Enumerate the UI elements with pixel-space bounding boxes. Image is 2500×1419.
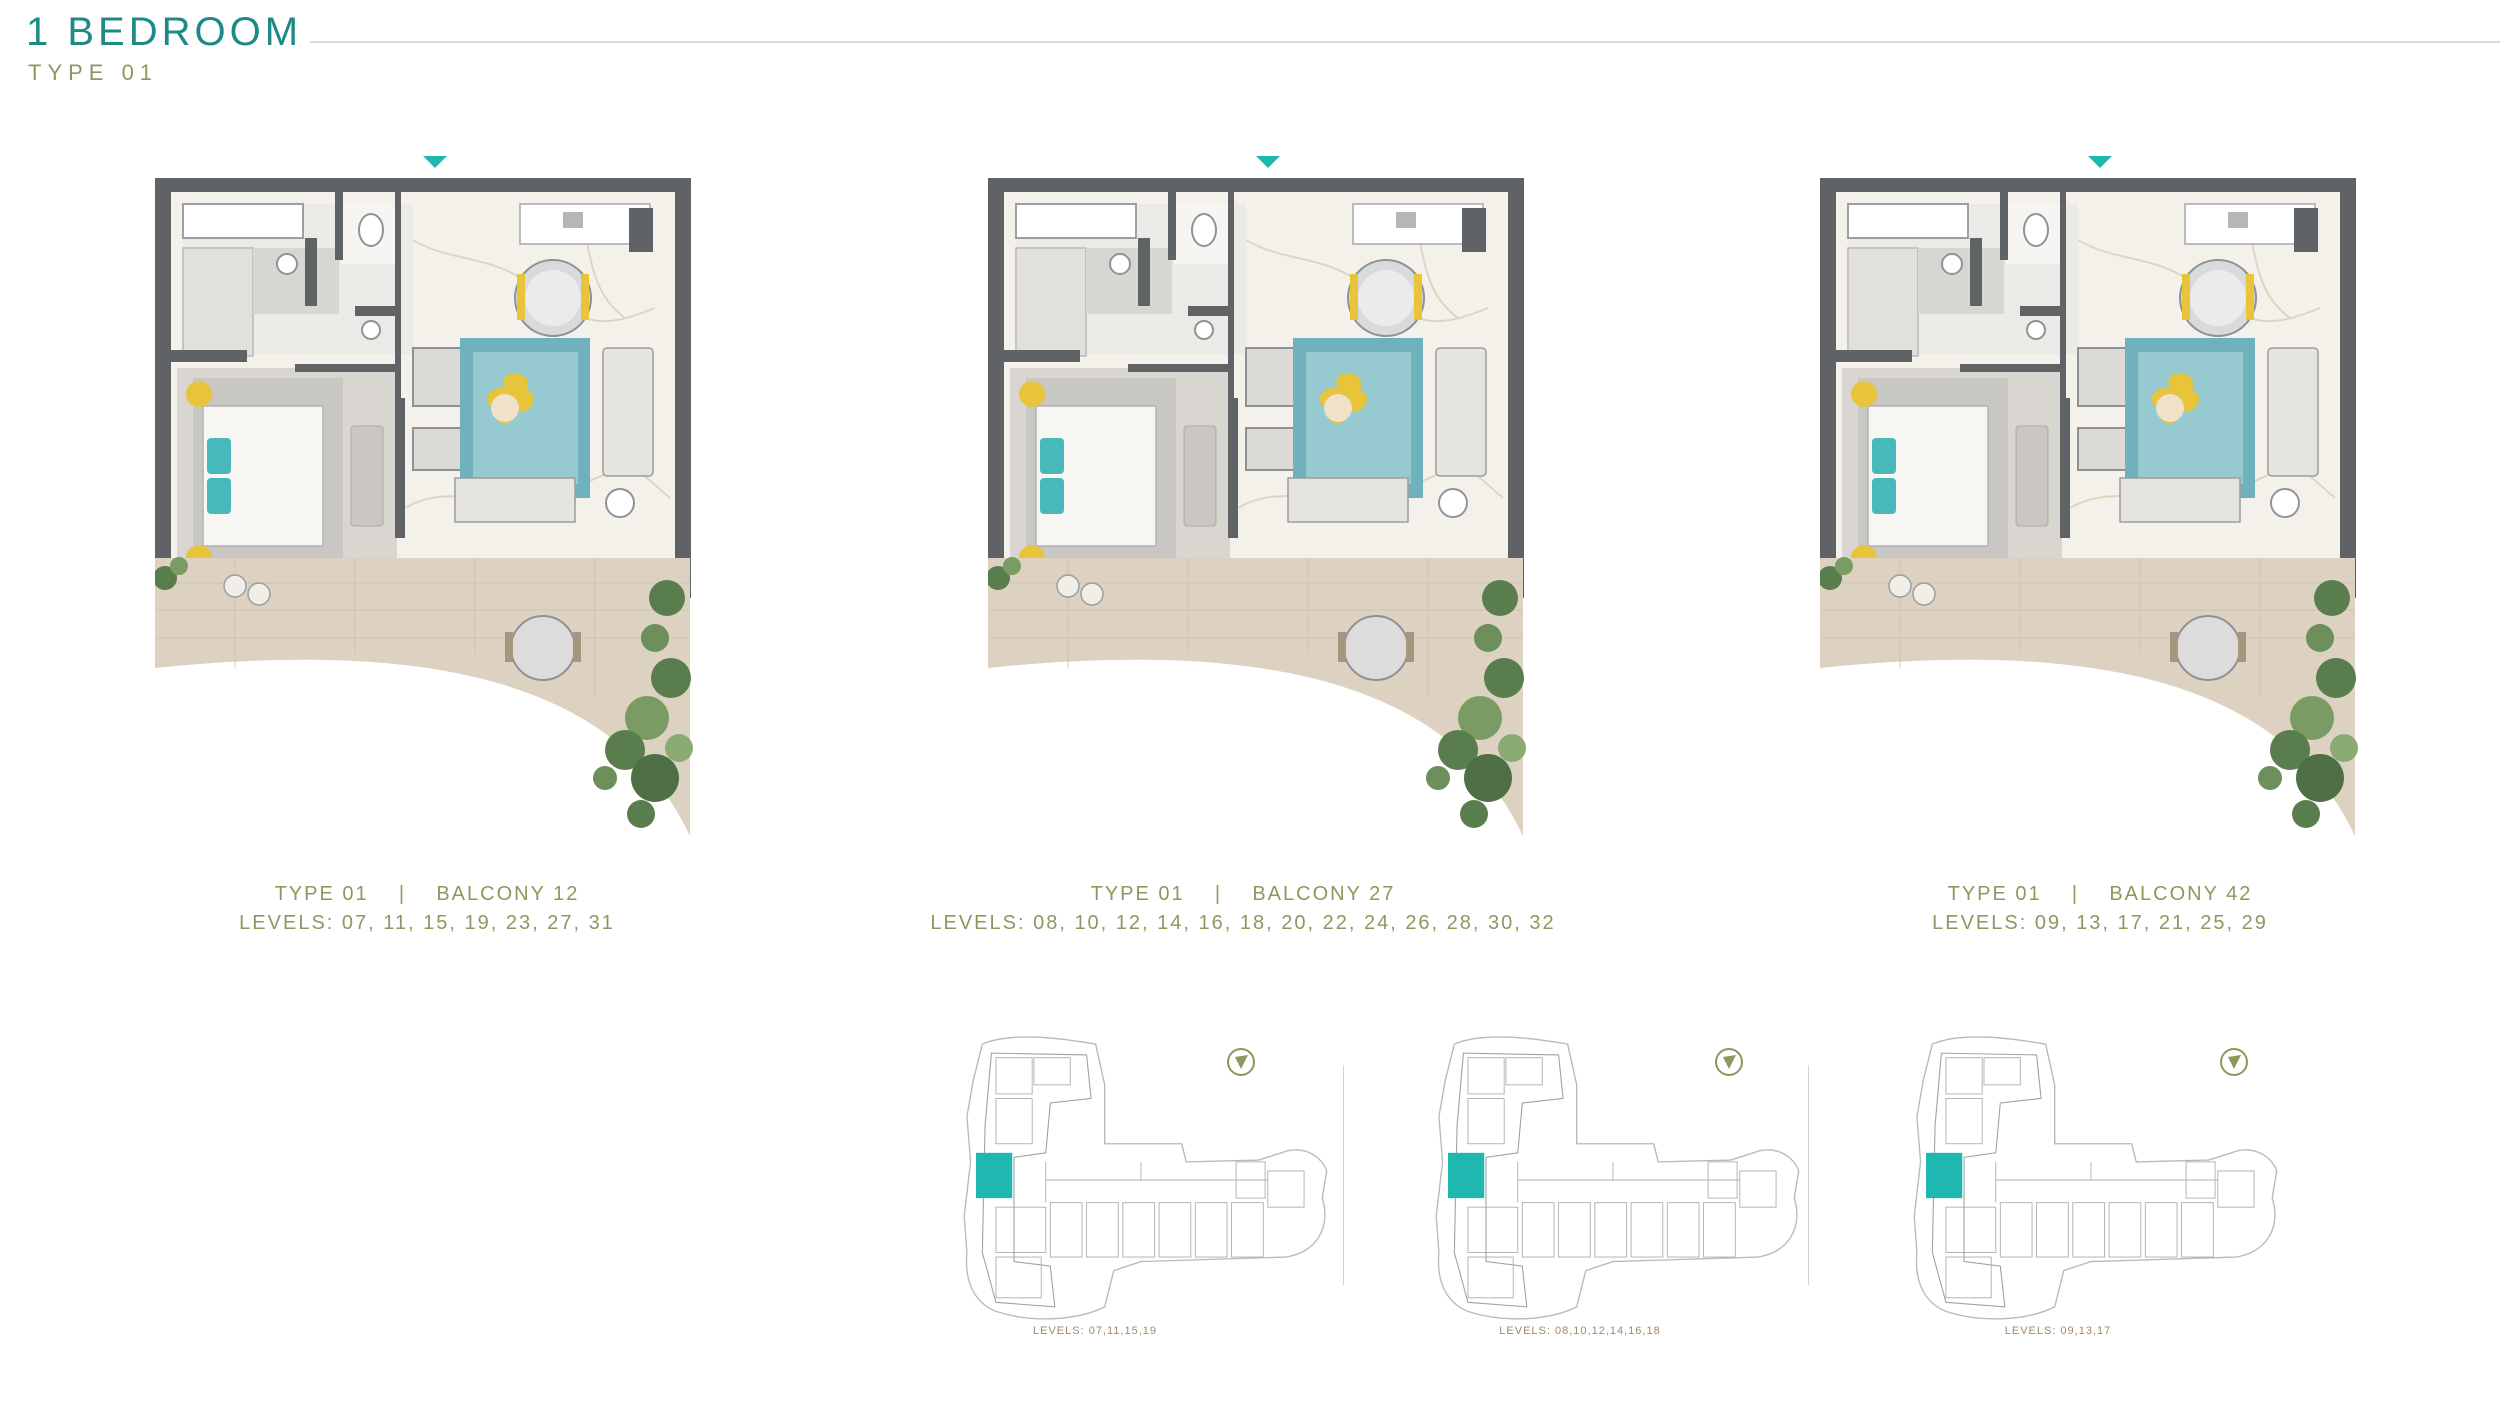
caption-separator: | bbox=[2071, 883, 2080, 905]
unit-type-label: TYPE 01 bbox=[1090, 883, 1185, 905]
north-arrow-icon bbox=[1715, 1048, 1743, 1076]
floor-plan-balcony-12 bbox=[155, 155, 694, 837]
unit-balcony-label: BALCONY 42 bbox=[2109, 883, 2253, 905]
unit-levels-label: LEVELS: 08, 10, 12, 14, 16, 18, 20, 22, … bbox=[930, 912, 1556, 934]
unit-type-label: TYPE 01 bbox=[274, 883, 369, 905]
key-plan-divider bbox=[1808, 1065, 1809, 1285]
key-plan-levels-2: LEVELS: 08,10,12,14,16,18 bbox=[1499, 1325, 1661, 1337]
unit-levels-label: LEVELS: 07, 11, 15, 19, 23, 27, 31 bbox=[239, 912, 615, 934]
unit-balcony-label: BALCONY 12 bbox=[436, 883, 580, 905]
key-plan-3 bbox=[1913, 1036, 2278, 1320]
unit-type-line: TYPE 01 | BALCONY 42 bbox=[1700, 880, 2500, 909]
key-plan-levels-3: LEVELS: 09,13,17 bbox=[2004, 1325, 2112, 1337]
unit-levels-label: LEVELS: 09, 13, 17, 21, 25, 29 bbox=[1932, 912, 2268, 934]
key-plan-2 bbox=[1435, 1036, 1800, 1320]
key-plan-divider bbox=[1343, 1065, 1344, 1285]
key-plan-1 bbox=[963, 1036, 1328, 1320]
north-arrow-icon bbox=[1227, 1048, 1255, 1076]
unit-balcony-label: BALCONY 27 bbox=[1252, 883, 1396, 905]
unit-caption-3: TYPE 01 | BALCONY 42 LEVELS: 09, 13, 17,… bbox=[1700, 880, 2500, 938]
unit-type-line: TYPE 01 | BALCONY 12 bbox=[27, 880, 827, 909]
north-arrow-icon bbox=[2220, 1048, 2248, 1076]
unit-caption-2: TYPE 01 | BALCONY 27 LEVELS: 08, 10, 12,… bbox=[843, 880, 1643, 938]
caption-separator: | bbox=[1214, 883, 1223, 905]
title-divider bbox=[310, 41, 2500, 43]
unit-type-line: TYPE 01 | BALCONY 27 bbox=[843, 880, 1643, 909]
caption-separator: | bbox=[398, 883, 407, 905]
unit-type-label: TYPE 01 bbox=[1947, 883, 2042, 905]
floor-plan-balcony-42 bbox=[1820, 155, 2359, 837]
page-title: 1 BEDROOM bbox=[26, 10, 303, 54]
key-plan-levels-1: LEVELS: 07,11,15,19 bbox=[1033, 1325, 1157, 1337]
page-subtitle: TYPE 01 bbox=[28, 60, 159, 85]
floor-plan-balcony-27 bbox=[988, 155, 1527, 837]
unit-caption-1: TYPE 01 | BALCONY 12 LEVELS: 07, 11, 15,… bbox=[27, 880, 827, 938]
